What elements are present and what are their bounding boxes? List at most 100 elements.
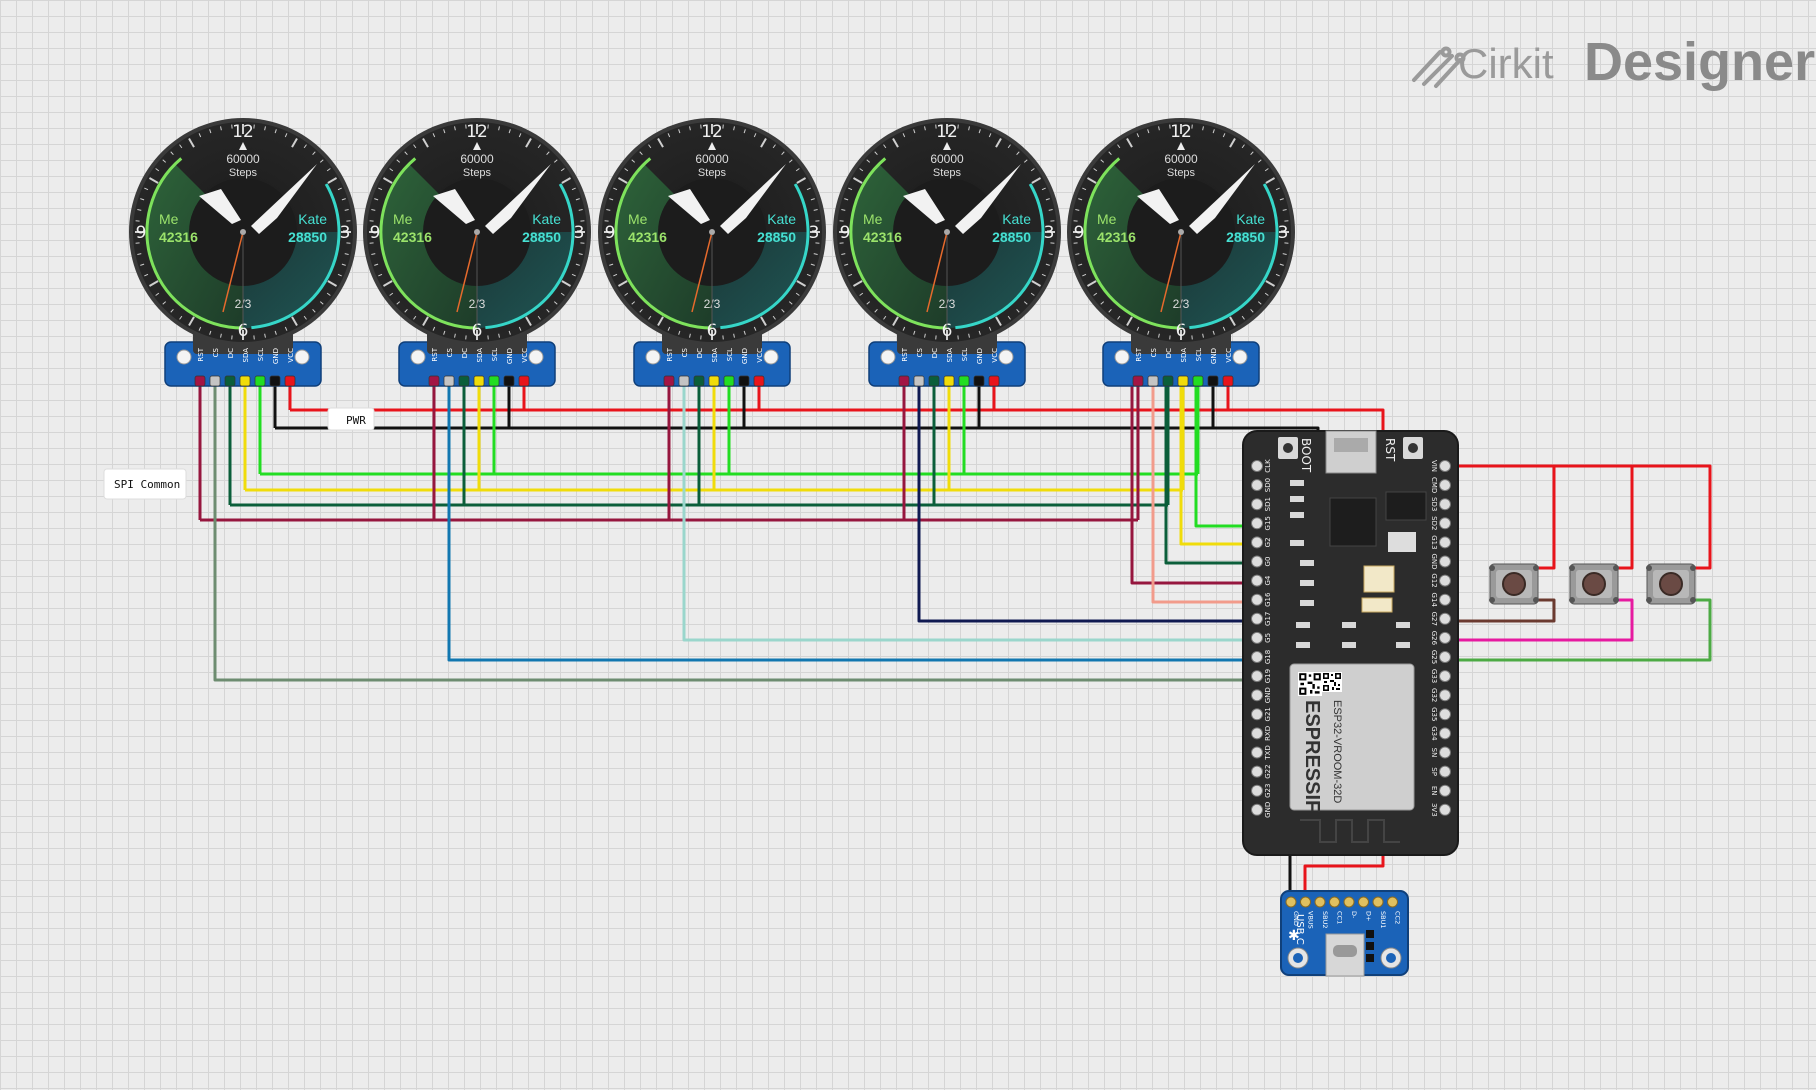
usbc-pin-sbu2[interactable] [1314,896,1326,908]
pin-sda[interactable] [708,375,720,387]
pin-scl[interactable] [723,375,735,387]
esp-pin-g34[interactable] [1439,727,1451,740]
usbc-pin-dplus[interactable] [1358,896,1369,908]
usbc-pin-cc2[interactable] [1387,896,1398,908]
push-button-1[interactable] [1489,563,1539,605]
esp-pin-3v3[interactable] [1439,803,1451,816]
esp-pin-gnd[interactable] [1251,803,1263,816]
esp-pin-gnd[interactable] [1439,555,1451,568]
esp-pin-clk[interactable] [1251,460,1263,472]
pin-scl[interactable] [1192,375,1204,387]
pin-vcc[interactable] [518,375,530,387]
pin-dc[interactable] [1162,375,1174,387]
esp-pin-g23[interactable] [1251,784,1263,797]
pin-sda[interactable] [943,375,955,387]
pin-cs[interactable] [678,375,690,387]
pin-scl[interactable] [488,375,500,387]
pin-rst[interactable] [428,375,440,387]
pin-gnd[interactable] [1207,375,1219,387]
numeral-9: 9 [605,223,616,243]
push-button-3[interactable] [1646,563,1696,605]
esp-pin-g15[interactable] [1251,517,1263,530]
esp-pin-g18[interactable] [1251,651,1263,663]
me-name: Me [1097,211,1117,227]
esp-pin-g32[interactable] [1439,689,1451,702]
pin-gnd[interactable] [503,375,515,387]
numeral-6: 6 [472,321,483,341]
pin-vcc[interactable] [753,375,765,387]
usbc-pin-dminus[interactable] [1343,896,1355,908]
esp-pin-cmd[interactable] [1439,479,1451,492]
kate-value: 28850 [522,229,561,245]
esp-pin-g0[interactable] [1251,555,1263,568]
pin-sda[interactable] [473,375,485,387]
esp-pin-g17[interactable] [1251,612,1263,625]
esp-pin-sd1[interactable] [1251,498,1263,511]
mount-hole [763,349,779,365]
numeral-3: 3 [574,223,585,243]
esp-pin-label: EN [1430,786,1438,796]
pin-dc[interactable] [693,375,705,387]
esp-pin-g16[interactable] [1251,593,1263,606]
esp-pin-label: G14 [1430,593,1438,608]
pin-gnd[interactable] [269,375,281,387]
pin-rst[interactable] [898,375,910,387]
esp-pin-g5[interactable] [1251,631,1263,644]
esp-pin-en[interactable] [1439,784,1451,797]
pin-gnd[interactable] [973,375,985,387]
esp-pin-g21[interactable] [1251,708,1263,721]
esp-pin-sd2[interactable] [1439,517,1451,530]
esp-pin-g25[interactable] [1439,651,1451,663]
rst-to-esp [1130,381,1257,585]
pin-rst[interactable] [1132,375,1144,387]
esp-pin-g33[interactable] [1439,670,1451,683]
esp-pin-sd3[interactable] [1439,498,1451,511]
esp-pin-g14[interactable] [1439,593,1451,606]
pin-scl[interactable] [254,375,266,387]
esp-pin-g12[interactable] [1439,574,1451,587]
pin-sda[interactable] [1177,375,1189,387]
esp32-devkit-board[interactable]: BOOT RST ESPRESSIF ESP32-VROOM-32D [1242,430,1459,856]
esp-pin-g13[interactable] [1439,536,1451,549]
esp-pin-g27[interactable] [1439,612,1451,625]
pin-cs[interactable] [443,375,455,387]
pin-rst[interactable] [663,375,675,387]
usbc-pin-vbus[interactable] [1300,896,1311,908]
pin-dc[interactable] [224,375,236,387]
esp-pin-rxd[interactable] [1251,727,1263,740]
esp-pin-g22[interactable] [1251,765,1263,778]
pin-sda[interactable] [239,375,251,387]
pin-dc[interactable] [928,375,940,387]
pin-scl[interactable] [958,375,970,387]
pin-gnd[interactable] [738,375,750,387]
esp-pin-g26[interactable] [1439,631,1451,644]
esp-pin-g35[interactable] [1439,708,1451,721]
esp-pin-vin[interactable] [1439,460,1451,472]
pin-cs[interactable] [1147,375,1159,387]
esp-pin-txd[interactable] [1251,746,1263,759]
esp-pin-sn[interactable] [1439,746,1451,759]
esp-pin-sp[interactable] [1439,765,1451,778]
usbc-pin-cc1[interactable] [1329,896,1340,908]
esp-pin-gnd[interactable] [1251,689,1263,702]
pin-dc[interactable] [458,375,470,387]
esp-pin-g2[interactable] [1251,536,1263,549]
pin-vcc[interactable] [284,375,296,387]
push-button-2[interactable] [1569,563,1619,605]
esp-pin-g4[interactable] [1251,574,1263,587]
pin-vcc[interactable] [1222,375,1234,387]
usbc-pin-gnd[interactable] [1285,896,1297,908]
pin-cs[interactable] [913,375,925,387]
esp-pin-sd0[interactable] [1251,479,1263,492]
pin-rst[interactable] [194,375,206,387]
pin-vcc[interactable] [988,375,1000,387]
usbc-pin-sbu1[interactable] [1372,896,1384,908]
esp-pin-g19[interactable] [1251,670,1263,683]
pin-cs[interactable] [209,375,221,387]
